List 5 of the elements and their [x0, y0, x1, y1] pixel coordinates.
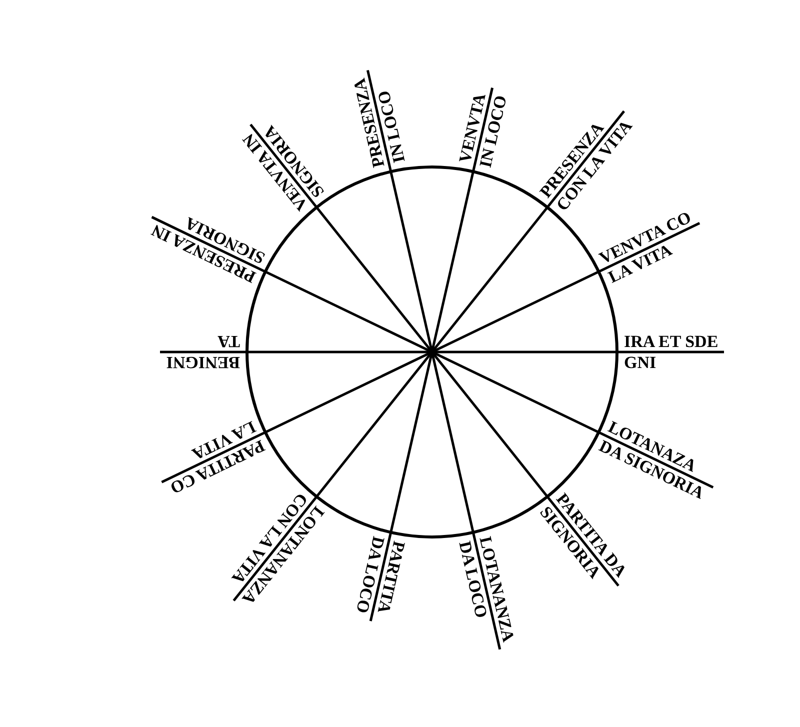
spoke-label: IRA ET SDE GNI [624, 331, 718, 373]
wheel-drawing [151, 70, 724, 650]
spoke-label: PARTITA DA LOCO [351, 534, 410, 618]
spoke-label: VENVTA IN LOCO [454, 90, 512, 170]
spoke-label: BENIGNI TA [166, 331, 240, 373]
